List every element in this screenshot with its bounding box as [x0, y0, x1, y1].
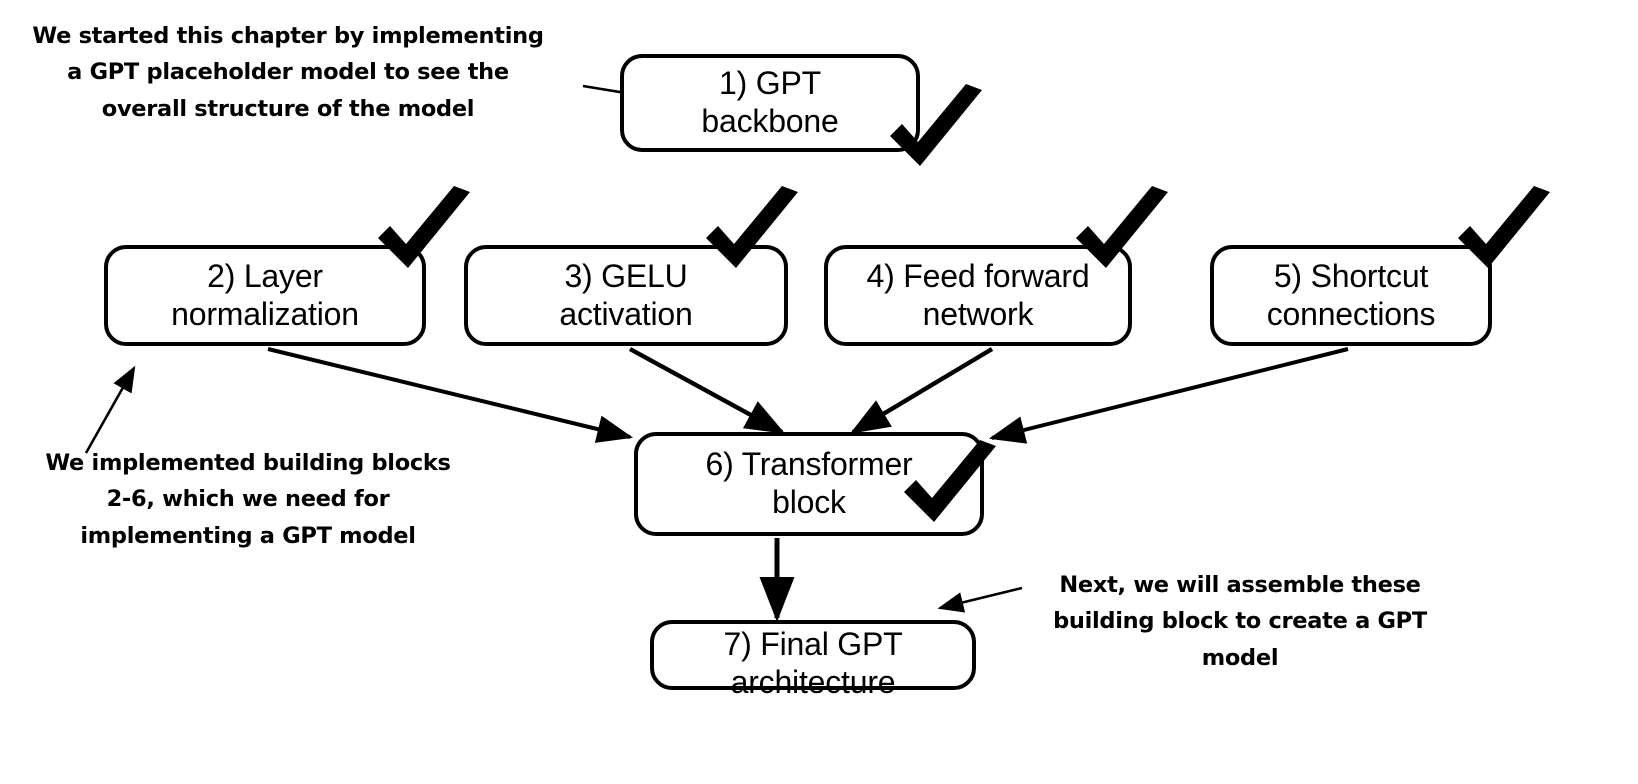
note-top-left-line1: We started this chapter by implementing: [32, 23, 544, 49]
note-bottom-left: We implemented building blocks 2-6, whic…: [8, 445, 488, 554]
node-final-gpt-architecture-line2: architecture: [730, 663, 896, 700]
edge-layernorm-to-transformer: [267, 347, 634, 443]
note-bottom-right-line2: building block to create a GPT: [1053, 608, 1427, 635]
node-transformer-block-line2: block: [772, 484, 846, 520]
edge-note-to-layernorm: [84, 365, 136, 454]
node-gpt-backbone-line2: backbone: [701, 103, 839, 139]
node-gelu-activation-line1: 3) GELU: [564, 257, 688, 294]
edge-note-to-final-gpt: [937, 586, 1023, 613]
note-bottom-left-line1: We implemented building blocks: [45, 450, 451, 476]
node-shortcut-connections-line2: connections: [1266, 295, 1436, 332]
edge-gelu-to-transformer: [628, 347, 786, 434]
note-bottom-right-line1: Next, we will assemble these: [1059, 572, 1421, 598]
note-bottom-left-line2: 2-6, which we need for: [106, 486, 390, 513]
note-bottom-left-line3: implementing a GPT model: [80, 522, 416, 549]
note-bottom-right: Next, we will assemble these building bl…: [1030, 567, 1450, 676]
node-shortcut-connections-line1: 5) Shortcut: [1273, 257, 1429, 294]
node-feed-forward-network-line1: 4) Feed forward: [866, 257, 1090, 294]
note-top-left-line3: overall structure of the model: [101, 95, 475, 122]
note-top-left-line2: a GPT placeholder model to see the: [67, 59, 509, 86]
node-layer-normalization-line1: 2) Layer: [207, 257, 323, 294]
edge-feedforward-to-transformer: [849, 347, 994, 434]
node-transformer-block-line1: 6) Transformer: [705, 446, 913, 483]
node-final-gpt-architecture-line1: 7) Final GPT: [723, 626, 903, 662]
node-layer-normalization-line2: normalization: [171, 295, 359, 332]
note-bottom-right-line3: model: [1201, 644, 1279, 671]
node-gpt-backbone-line1: 1) GPT: [719, 65, 821, 102]
node-gelu-activation-line2: activation: [559, 295, 693, 332]
note-top-left: We started this chapter by implementing …: [8, 18, 568, 127]
edge-shortcut-to-transformer: [988, 347, 1349, 444]
node-feed-forward-network-line2: network: [922, 295, 1034, 332]
